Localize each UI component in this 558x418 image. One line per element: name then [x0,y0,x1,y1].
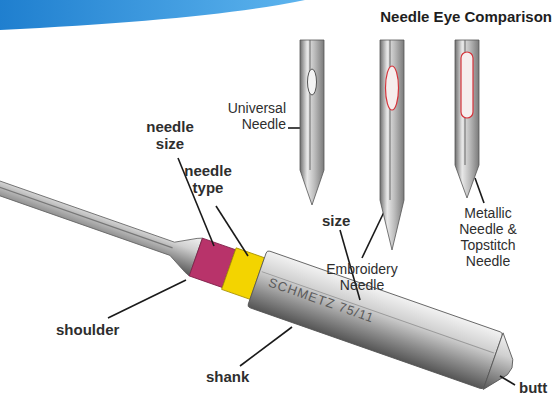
needle [0,148,522,396]
section-title: Needle Eye Comparison [380,8,552,25]
part-label: needle size [140,118,200,153]
leader-line [216,206,248,256]
needle-blade [0,157,202,276]
leader-line [362,212,384,258]
embroidery-needle [380,40,404,250]
metallic-needle [455,40,479,198]
universal-needle [300,40,324,205]
blade-groove [0,175,173,248]
leader-line [240,327,292,366]
needle-type-label: Embroidery Needle [322,261,402,293]
needle-type-label: Metallic Needle & Topstitch Needle [452,205,524,269]
part-label: butt [519,379,547,396]
part-label: shank [206,368,249,385]
leader-line [475,178,484,203]
header-band [0,0,305,30]
needle-butt [483,333,522,396]
part-label: size [322,212,350,229]
leader-line [288,127,300,129]
leader-line [108,280,186,318]
part-label: needle type [178,162,238,197]
part-label: shoulder [56,321,119,338]
leader-line [500,376,515,385]
needle-type-label: Universal Needle [212,100,286,132]
needle-shank [247,250,503,389]
